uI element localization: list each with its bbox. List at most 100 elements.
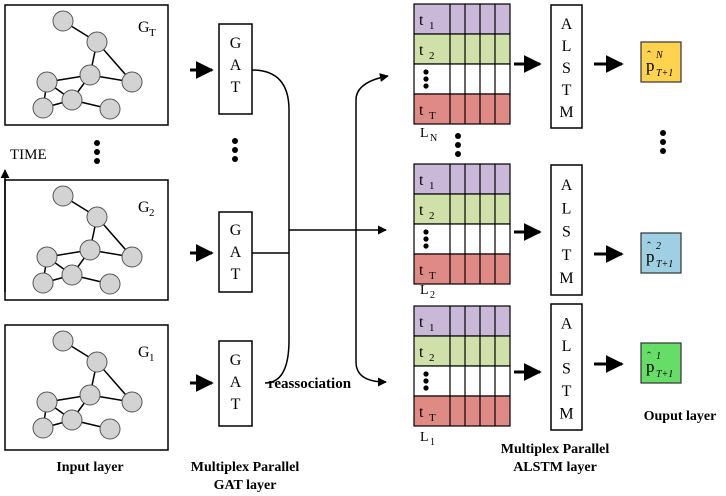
reassociation-label: reassociation [268,376,352,392]
output-fill [640,342,682,384]
graph-frame [4,4,169,126]
alstm-letter: M [559,406,573,423]
alstm-to-output-arrows [594,55,624,373]
row-label-sub: 1 [429,20,435,32]
table-row-fill [413,335,511,367]
alstm-letter: A [561,316,573,333]
row-label-sub: 2 [429,352,435,364]
graphs-ellipsis [94,140,100,164]
caption-gat-layer-line1: Multiplex Parallel [191,460,300,475]
table-row [413,223,511,255]
alstm-letter: S [562,60,571,77]
row-label-sub: 2 [429,50,435,62]
table-row-fill [413,93,511,125]
row-label-main: t [419,42,424,59]
table-label-main: L [420,283,429,298]
row-ellipsis-dot [423,76,429,82]
graph-label-main: G [138,19,150,36]
alstm-box: ALSTM [550,303,583,431]
table-to-alstm-arrows [514,55,542,381]
row-label-main: t [419,202,424,219]
row-ellipsis-dot [423,371,429,377]
table-label-sub: 1 [430,437,435,448]
table-row [413,365,511,397]
table-row-fill [413,365,511,397]
row-label-main: t [419,344,424,361]
alstm-letter: M [559,104,573,121]
table-label-sub: N [430,133,437,144]
row-ellipsis-dot [423,83,429,89]
row-label-sub: T [429,270,436,282]
graph-panel-1: G 1 [4,324,169,451]
graph-label-main: G [138,344,150,361]
outputs-ellipsis [660,130,666,154]
gat-letter: G [230,222,242,239]
tables-ellipsis [455,133,461,157]
output-symbol: p [646,247,655,266]
table-label-main: L [420,126,429,141]
gat-letter: A [230,374,242,391]
output-superscript: N [655,50,664,61]
caption-output-layer: Ouput layer [644,409,717,424]
graph-label-sub: 1 [149,352,155,364]
captions: Input layer Multiplex Parallel GAT layer… [56,409,716,493]
output-subscript: T+1 [656,369,673,380]
row-ellipsis-dot [423,385,429,391]
alstm-letter: T [562,82,572,99]
alstm-letter: M [559,270,573,287]
gat-box: G A T [218,211,253,293]
graph-label-sub: 2 [149,207,155,219]
row-label-main: t [419,12,424,29]
row-label-main: t [419,262,424,279]
table-label-sub: 2 [430,290,435,301]
row-label-main: t [419,314,424,331]
gat-letter: G [230,352,242,369]
caption-alstm-layer-line1: Multiplex Parallel [501,442,610,457]
row-label-sub: 1 [429,180,435,192]
alstm-letter: A [561,16,573,33]
table-row [413,63,511,95]
output-subscript: T+1 [656,259,673,270]
table-label-main: L [420,430,429,445]
graph-label-main: G [138,199,150,216]
alstm-letter: L [562,338,572,355]
table-row-fill [413,253,511,285]
gat-letter: T [231,396,241,413]
table-row-fill [413,33,511,65]
graph-label-sub: T [149,27,156,39]
alstm-letter: L [562,200,572,217]
row-ellipsis-dot [423,243,429,249]
alstm-box: ALSTM [550,4,583,129]
row-label-main: t [419,172,424,189]
output-superscript: 1 [656,351,661,362]
output-fill [640,41,682,83]
row-label-main: t [419,404,424,421]
output-symbol: p [646,56,655,75]
time-label: TIME [10,147,47,163]
graph-panel-2: G 2 [4,179,169,301]
table-row-fill [413,193,511,225]
gat-letter: A [230,57,242,74]
output-hat: ˆ [647,349,651,363]
output-symbol: p [646,357,655,376]
input-layer: G T [0,4,169,451]
alstm-letter: S [562,224,571,241]
gat-letter: A [230,244,242,261]
gat-layer: G A T G A T G A T [218,23,253,427]
alstm-letter: T [562,383,572,400]
row-ellipsis-dot [423,69,429,75]
row-label-main: t [419,102,424,119]
